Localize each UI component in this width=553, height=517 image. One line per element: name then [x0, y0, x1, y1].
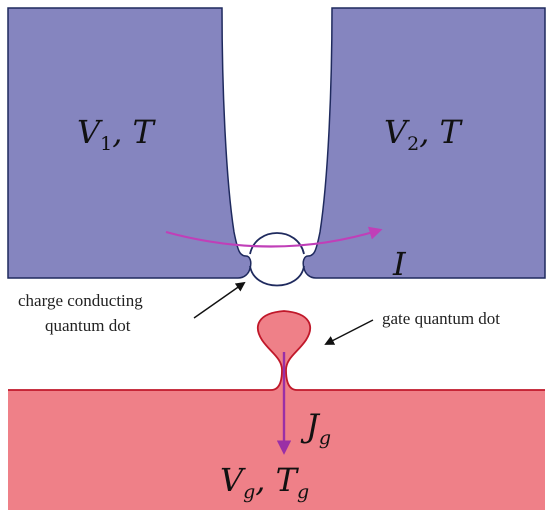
gate-reservoir	[8, 310, 545, 510]
left-reservoir-label: V1, T	[77, 113, 157, 155]
left-reservoir	[7, 7, 252, 279]
gate-dot-pointer	[324, 319, 374, 345]
gate-reservoir-body	[8, 311, 545, 510]
charge-dot-note-line1: charge conducting	[18, 291, 143, 310]
right-reservoir-label: V2, T	[384, 113, 464, 155]
current-label: I	[392, 245, 407, 283]
gate-dot-note: gate quantum dot	[382, 309, 500, 328]
conducting-dot-upper-arc	[249, 232, 305, 255]
gate-reservoir-label: Vg, Tg	[220, 461, 309, 503]
charge-dot-pointer	[193, 281, 246, 319]
charge-dot-note-line2: quantum dot	[45, 316, 131, 335]
conducting-dot-lower-arc	[249, 265, 305, 287]
right-reservoir	[302, 7, 546, 279]
current-arrow	[165, 226, 383, 248]
gate-current-label: Jg	[300, 407, 331, 449]
top-reservoirs	[7, 7, 546, 287]
gate-reservoir-edge	[8, 310, 545, 391]
